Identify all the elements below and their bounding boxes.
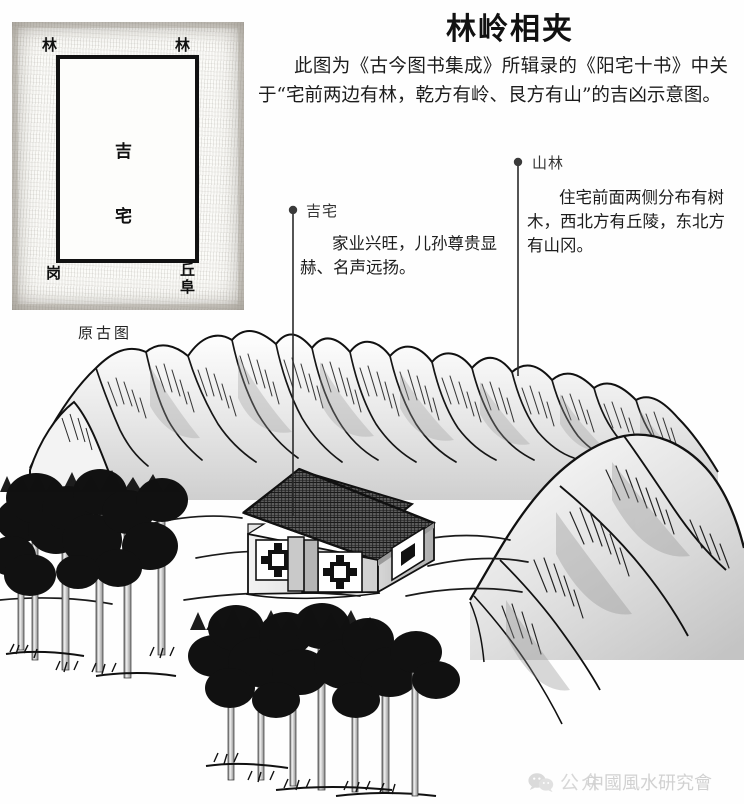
callout-label-house: 吉宅 <box>306 202 339 220</box>
house-door <box>287 536 319 593</box>
watermark-text-back: 中國風水研究會 <box>586 773 712 794</box>
old-label-top-left: 林 <box>42 36 58 54</box>
callout-dot-mountain <box>513 157 523 167</box>
diagram-enclosure-rect <box>56 55 199 263</box>
callout-body-mountain: 住宅前面两侧分布有树木，西北方有丘陵，东北方有山冈。 <box>527 188 725 255</box>
original-diagram-caption: 原古图 <box>78 324 133 342</box>
wechat-icon <box>528 773 554 792</box>
house <box>241 467 437 600</box>
callout-label-mountain: 山林 <box>532 154 565 172</box>
page-title: 林岭相夹 <box>446 12 574 47</box>
original-ancient-diagram: 林 林 吉 宅 岗 丘阜 <box>12 22 244 310</box>
old-label-zhai: 宅 <box>115 207 133 227</box>
tree-grove-center <box>188 603 460 797</box>
old-label-bottom-left: 岗 <box>46 264 62 282</box>
callout-leaders <box>288 157 523 516</box>
watermark-text-front: 公众 <box>560 772 603 794</box>
callout-body-house: 家业兴旺，儿孙尊贵显赫、名声远扬。 <box>300 234 497 277</box>
old-label-top-right: 林 <box>175 36 191 54</box>
watermark: 公众 中國風水研究會 <box>528 766 738 798</box>
old-label-bottom-right: 丘阜 <box>180 261 196 296</box>
hill-right <box>469 433 744 725</box>
old-label-ji: 吉 <box>115 142 133 162</box>
tree-grove-left <box>0 469 188 679</box>
intro-paragraph: 此图为《古今图书集成》所辑录的《阳宅十书》中关于“宅前两边有林，乾方有岭、艮方有… <box>258 56 728 106</box>
callout-dot-house <box>288 205 298 215</box>
